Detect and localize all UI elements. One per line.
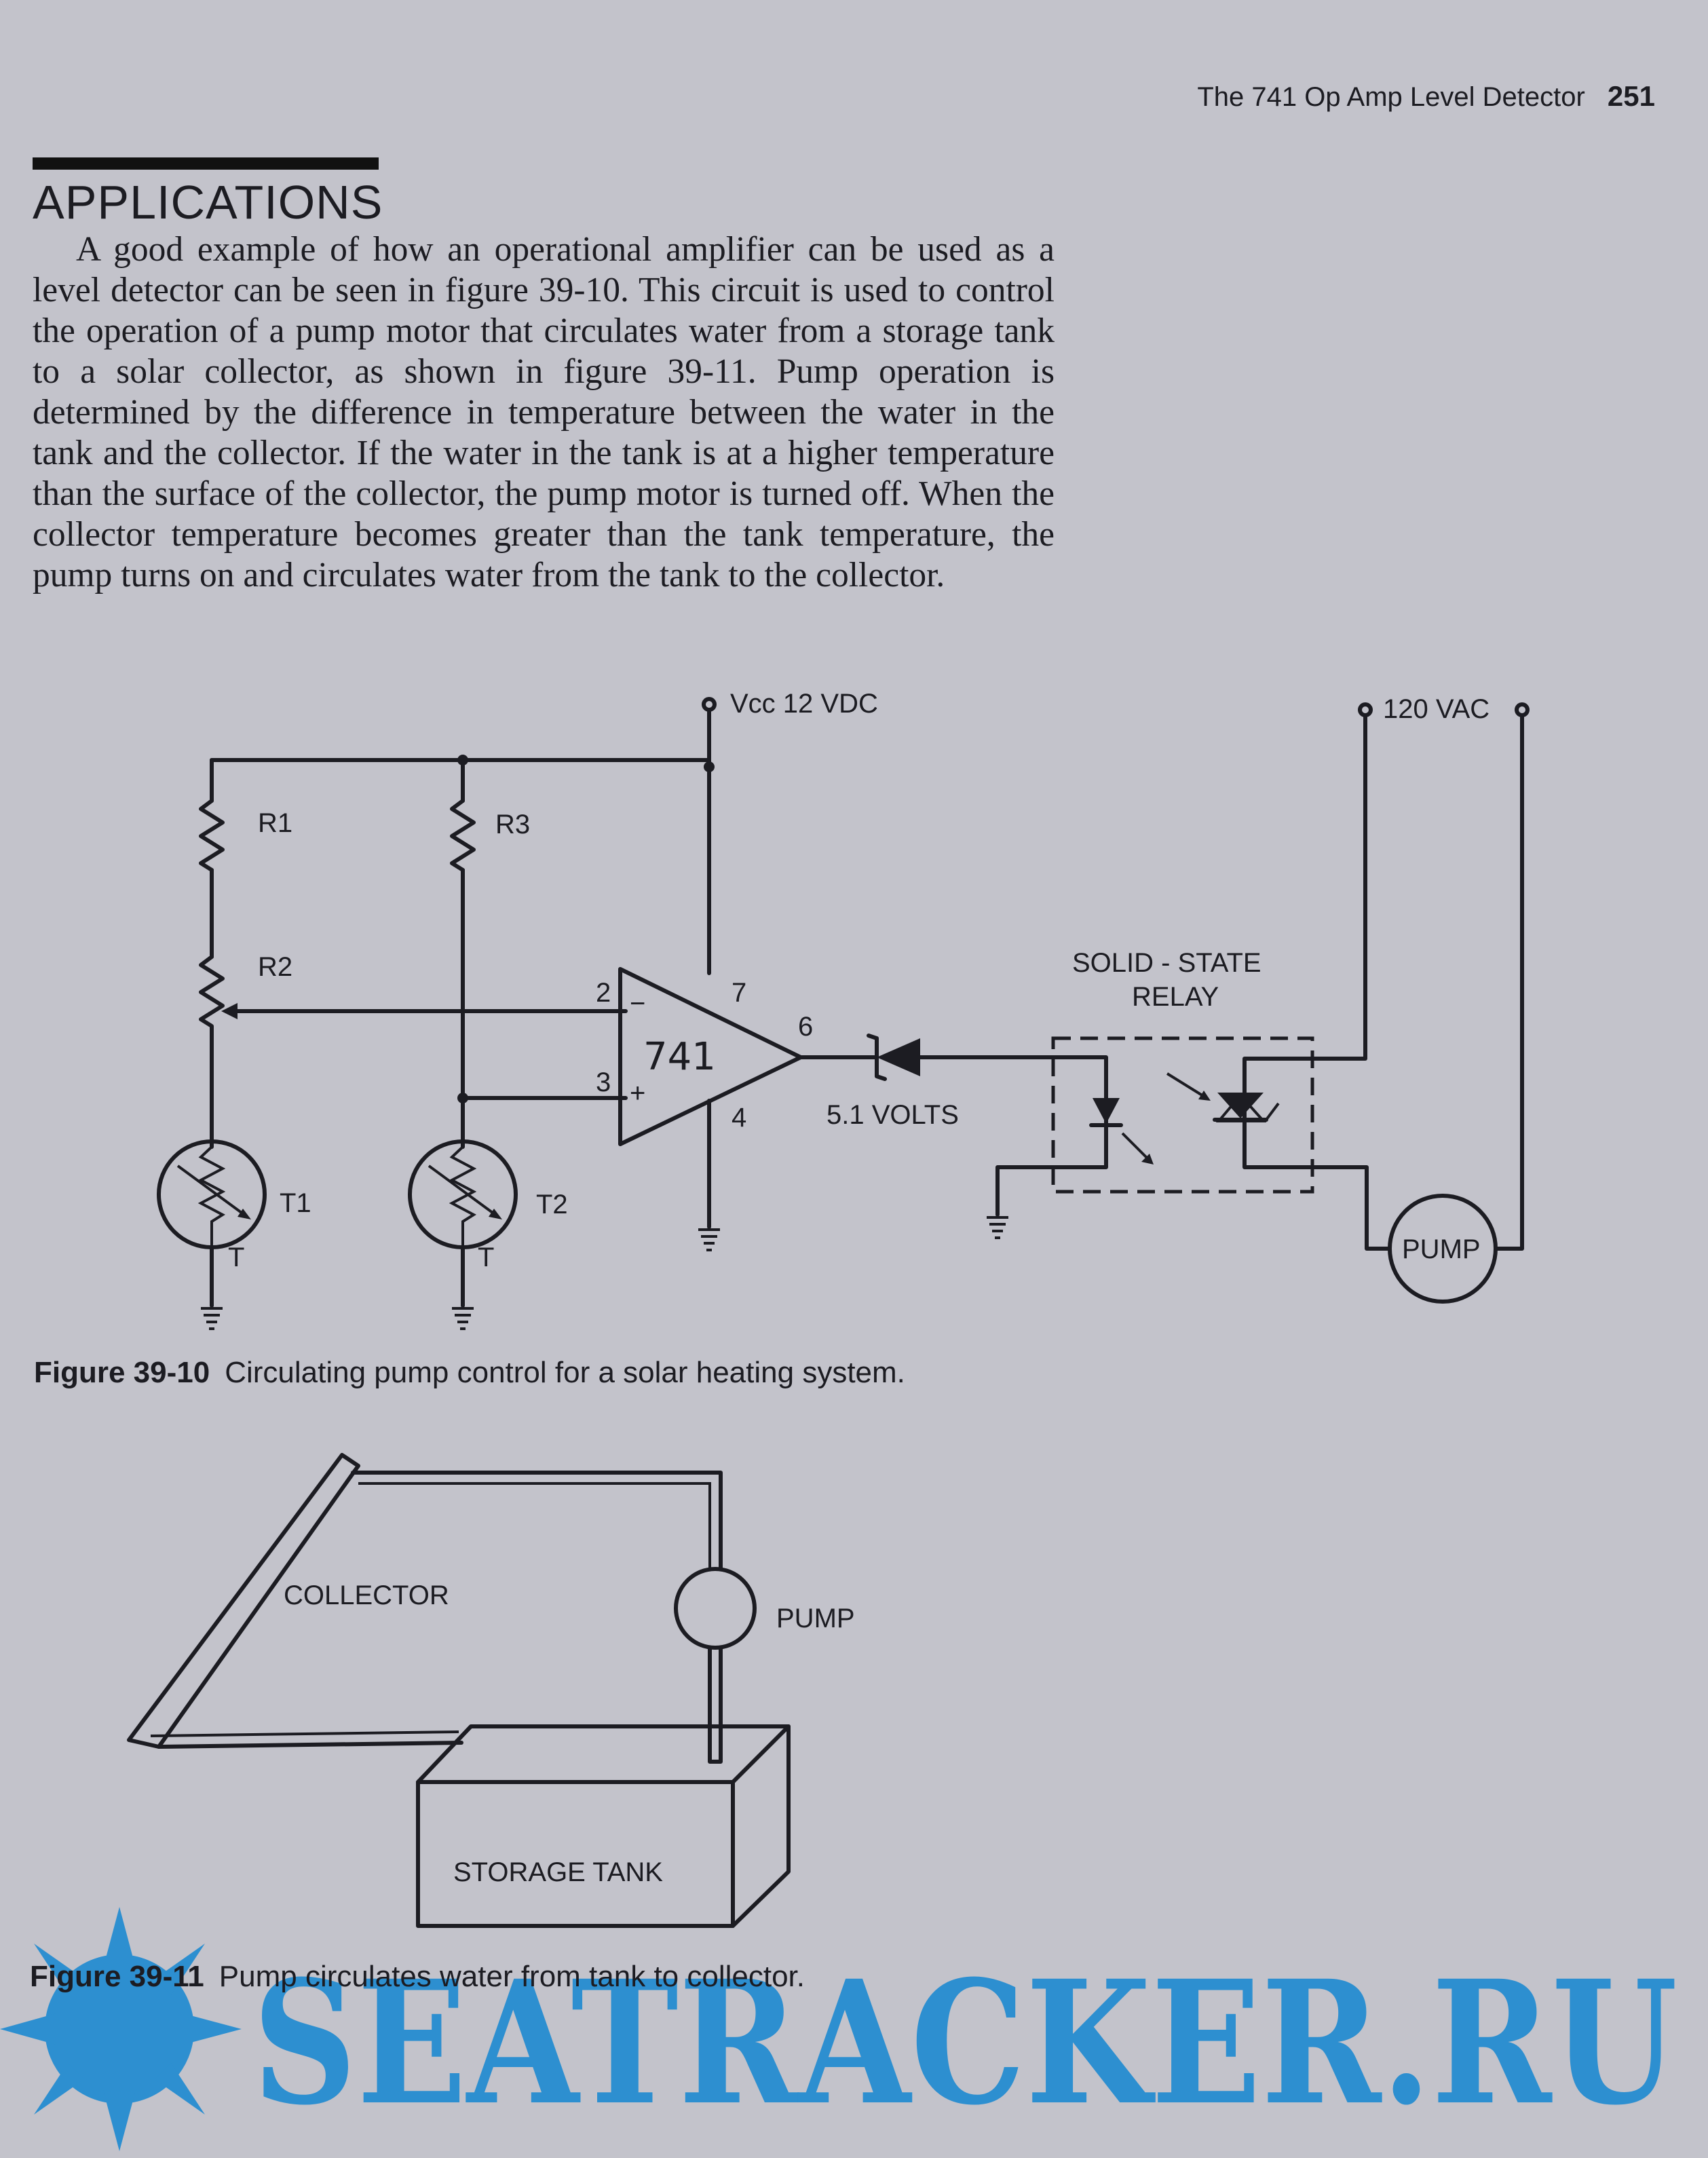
ground-icon [987,1216,1008,1239]
supply-pipe [351,1471,723,1570]
collector-label: COLLECTOR [284,1580,449,1610]
triac-icon [1217,1093,1264,1118]
running-header: The 741 Op Amp Level Detector 251 [1197,80,1655,113]
r2-label: R2 [258,952,292,982]
resistor-r3 [450,799,476,872]
inverting-sign: − [630,989,645,1019]
caption-text: Circulating pump control for a solar hea… [225,1356,905,1389]
figure-caption-39-10: Figure 39-10 Circulating pump control for… [34,1356,905,1390]
r1-label: R1 [258,808,292,838]
junction-dot [704,761,715,772]
solid-state-relay [1051,1036,1314,1194]
pin-7-label: 7 [732,978,746,1008]
potentiometer-r2 [199,955,225,1053]
zener-diode [877,1038,920,1076]
watermark-text: SEATRACKER.RU [252,1943,1677,2142]
vac-label: 120 VAC [1383,694,1489,724]
figure-number: Figure 39-11 [30,1960,204,1993]
zener-label: 5.1 VOLTS [827,1100,959,1130]
sun-logo-icon [0,1907,242,2151]
pump-label: PUMP [1402,1234,1481,1264]
t1-temp-label: T [228,1243,244,1272]
wiper-arrow-icon [221,1003,238,1019]
section-rule [33,157,379,170]
noninverting-sign: + [630,1078,645,1108]
resistor-r1 [199,799,225,872]
r3-label: R3 [495,810,530,839]
opamp-label: 741 [643,1035,716,1079]
ground-icon [452,1307,474,1330]
tank-label: STORAGE TANK [453,1857,663,1887]
watermark: SEATRACKER.RU [0,1907,1677,2151]
pump-label-2: PUMP [776,1604,855,1633]
pump-icon [674,1567,757,1650]
relay-label-line2: RELAY [1132,982,1219,1012]
pin-2-label: 2 [596,978,611,1008]
figure-caption-39-11: Figure 39-11 Pump circulates water from t… [30,1960,805,1994]
storage-tank [416,1780,735,1928]
t2-temp-label: T [478,1243,494,1272]
pin-6-label: 6 [798,1012,813,1042]
circuit-diagram: Vcc 12 VDC 120 VAC R1 R2 R3 T1 T2 T T 74… [157,689,1530,1330]
figure-number: Figure 39-10 [34,1356,210,1389]
ground-icon [201,1307,223,1330]
ground-icon [698,1228,720,1251]
pin-4-label: 4 [732,1103,746,1133]
t2-label: T2 [536,1190,568,1219]
relay-label-line1: SOLID - STATE [1072,948,1261,978]
caption-text: Pump circulates water from tank to colle… [219,1960,805,1993]
led-icon [1093,1098,1120,1124]
body-paragraph: A good example of how an operational amp… [33,230,1055,594]
page-number: 251 [1607,80,1655,112]
solar-system-diagram: COLLECTOR PUMP STORAGE TANK [127,1453,855,1928]
pin-3-label: 3 [596,1067,611,1097]
vcc-label: Vcc 12 VDC [730,689,878,719]
running-title: The 741 Op Amp Level Detector [1197,82,1585,112]
section-title: APPLICATIONS [33,176,383,229]
t1-label: T1 [280,1188,311,1218]
